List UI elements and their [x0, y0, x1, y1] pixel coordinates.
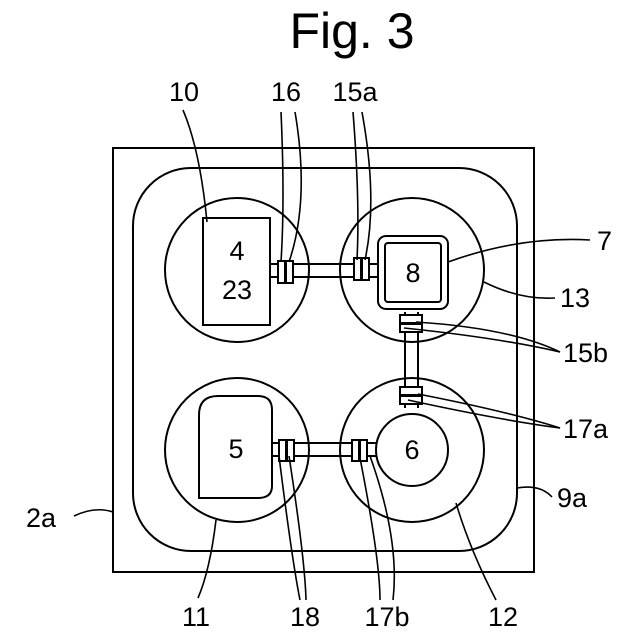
- ref-11: 11: [182, 602, 210, 632]
- leader-17a-b: [418, 394, 560, 428]
- leader-16a: [281, 112, 283, 262]
- label-6: 6: [404, 435, 419, 465]
- ref-17b: 17b: [364, 602, 409, 632]
- ref-18: 18: [290, 602, 320, 632]
- label-23: 23: [222, 275, 252, 305]
- port-16: [278, 261, 293, 283]
- leader-15a-b: [362, 112, 371, 260]
- block-4-23: [203, 218, 270, 325]
- inner-rounded-region: [133, 168, 517, 551]
- figure-title: Fig. 3: [289, 3, 414, 59]
- leader-2a: [74, 510, 113, 516]
- ref-16: 16: [271, 77, 301, 107]
- leader-11: [198, 520, 216, 598]
- label-5: 5: [228, 434, 243, 464]
- ref-12: 12: [488, 602, 518, 632]
- leader-15a-a: [353, 112, 358, 260]
- leader-16b: [289, 112, 301, 262]
- ref-10: 10: [169, 77, 199, 107]
- port-18: [279, 440, 294, 461]
- ref-2a: 2a: [26, 503, 57, 533]
- leader-7: [448, 239, 590, 262]
- outer-frame: [113, 148, 534, 572]
- leader-13: [484, 282, 555, 298]
- ref-7: 7: [597, 226, 612, 256]
- leader-18a: [279, 456, 300, 600]
- ref-13: 13: [560, 283, 590, 313]
- ref-15a: 15a: [332, 77, 378, 107]
- label-4: 4: [229, 236, 244, 266]
- ref-15b: 15b: [563, 338, 608, 368]
- port-17b: [352, 440, 367, 461]
- ref-9a: 9a: [557, 483, 588, 513]
- label-8: 8: [405, 258, 420, 288]
- port-15a: [354, 258, 369, 280]
- ref-17a: 17a: [563, 414, 609, 444]
